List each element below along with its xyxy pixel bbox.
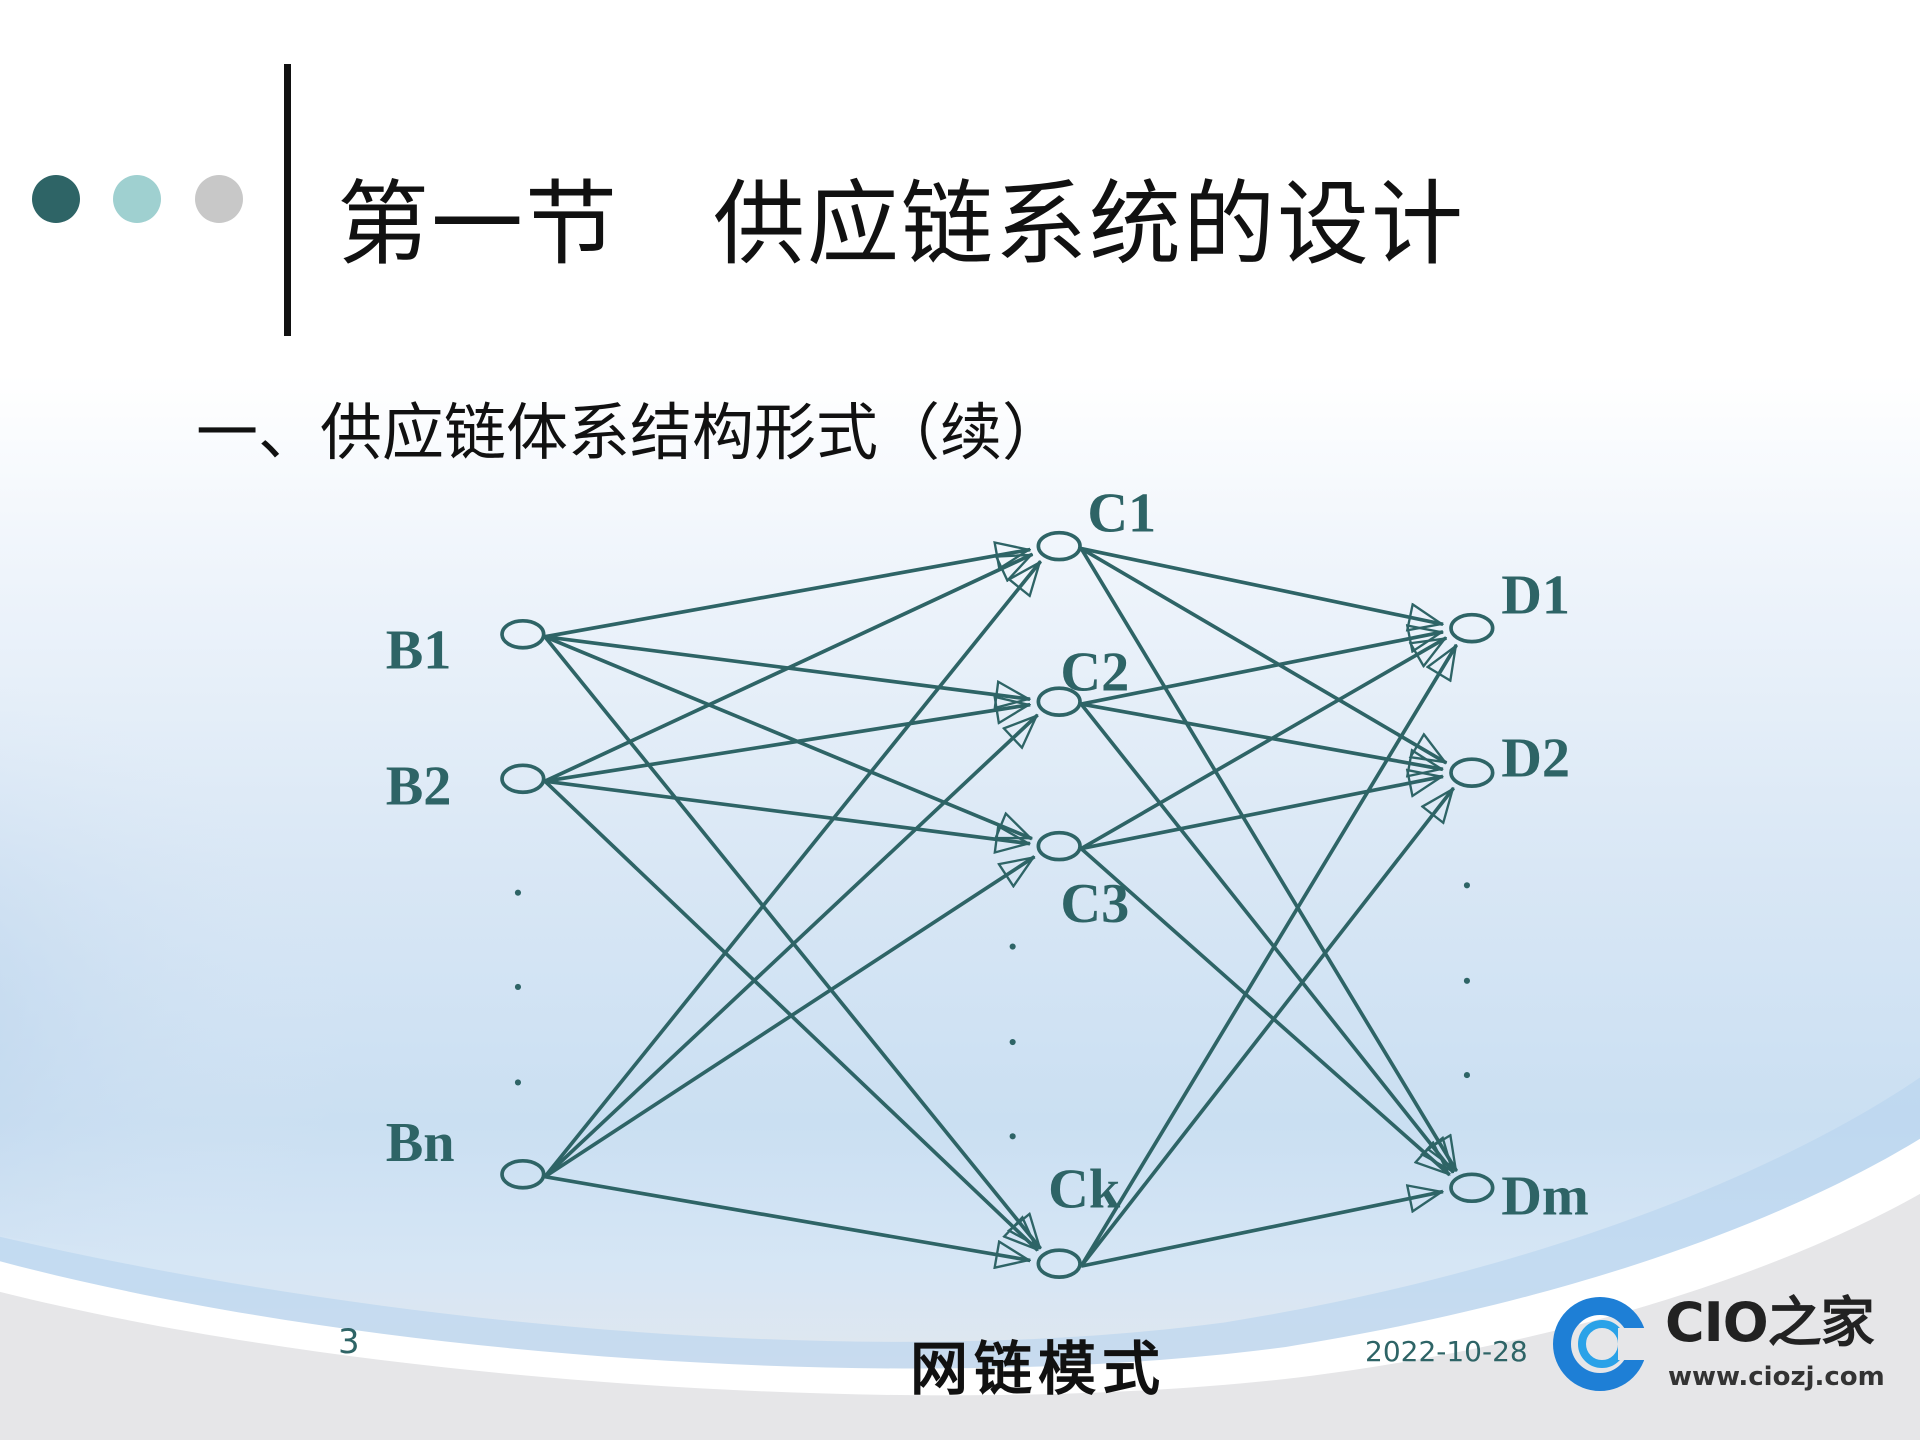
slide-title: 第一节 供应链系统的设计 bbox=[337, 171, 1466, 278]
node-label-B2: B2 bbox=[386, 755, 452, 817]
edge-Bn-C1 bbox=[543, 561, 1043, 1178]
section-heading: 一、供应链体系结构形式（续） bbox=[196, 396, 1065, 469]
ellipsis-dot bbox=[1463, 977, 1470, 984]
edge-B1-C1 bbox=[544, 550, 1030, 639]
cio-logo: CIO之家 www.ciozj.com bbox=[1550, 1292, 1890, 1402]
node-D2 bbox=[1449, 757, 1495, 788]
ellipsis-dot bbox=[1009, 943, 1016, 950]
node-label-Bn: Bn bbox=[386, 1112, 455, 1174]
node-label-Dm: Dm bbox=[1501, 1166, 1589, 1228]
ellipsis-dot bbox=[1009, 1133, 1016, 1140]
node-Dm bbox=[1449, 1172, 1495, 1204]
node-label-D2: D2 bbox=[1501, 727, 1570, 789]
node-C1 bbox=[1036, 530, 1082, 562]
node-D1 bbox=[1449, 612, 1495, 644]
logo-name: CIO之家 bbox=[1665, 1291, 1875, 1354]
edge-C2-D1 bbox=[1080, 632, 1443, 706]
edge-C1-D1 bbox=[1080, 546, 1443, 625]
title-divider bbox=[284, 64, 291, 336]
decor-dot-gray bbox=[195, 175, 243, 223]
ellipsis-dot bbox=[514, 889, 522, 896]
edge-Ck-D2 bbox=[1079, 788, 1456, 1268]
node-B1 bbox=[500, 618, 546, 650]
diagram-caption: 网链模式 bbox=[910, 1335, 1167, 1403]
edge-C2-D2 bbox=[1080, 702, 1443, 769]
edge-Ck-D1 bbox=[1079, 645, 1459, 1268]
node-Bn bbox=[500, 1158, 546, 1190]
page-number: 3 bbox=[338, 1322, 360, 1362]
node-label-D1: D1 bbox=[1501, 564, 1570, 626]
logo-url: www.ciozj.com bbox=[1668, 1362, 1885, 1392]
ellipsis-dot bbox=[1463, 882, 1470, 889]
edge-C1-Dm bbox=[1079, 547, 1459, 1171]
edge-Ck-Dm bbox=[1080, 1192, 1443, 1268]
edge-B2-C3 bbox=[544, 779, 1030, 843]
edge-C3-D1 bbox=[1080, 636, 1446, 851]
node-label-B1: B1 bbox=[386, 620, 452, 682]
edge-C3-D2 bbox=[1080, 776, 1443, 851]
edge-B2-C1 bbox=[544, 552, 1033, 783]
node-label-C1: C1 bbox=[1087, 482, 1156, 544]
node-Ck bbox=[1036, 1248, 1082, 1279]
edge-C3-Dm bbox=[1080, 847, 1449, 1177]
edge-C2-Dm bbox=[1079, 702, 1455, 1172]
decor-dot-dark bbox=[32, 175, 80, 223]
ellipsis-dot bbox=[514, 1079, 522, 1086]
node-label-Ck: Ck bbox=[1048, 1158, 1121, 1220]
edge-Bn-Ck bbox=[544, 1174, 1030, 1261]
ellipsis-dot bbox=[1463, 1072, 1470, 1079]
edge-C1-D2 bbox=[1080, 546, 1446, 765]
edge-B2-C2 bbox=[544, 705, 1030, 784]
ellipsis-dot bbox=[1009, 1038, 1016, 1046]
node-C3 bbox=[1036, 830, 1082, 862]
node-label-C2: C2 bbox=[1060, 642, 1129, 704]
ellipsis-dot bbox=[514, 983, 522, 990]
cio-logo-icon bbox=[1553, 1297, 1650, 1391]
edge-B1-C3 bbox=[544, 635, 1032, 841]
node-B2 bbox=[500, 763, 546, 795]
edge-Bn-C3 bbox=[543, 855, 1035, 1179]
decor-dot-teal bbox=[113, 175, 161, 223]
slide-date: 2022-10-28 bbox=[1365, 1335, 1528, 1368]
node-label-C3: C3 bbox=[1060, 873, 1129, 935]
node-C2 bbox=[1036, 686, 1082, 717]
edge-Bn-C2 bbox=[543, 713, 1039, 1179]
